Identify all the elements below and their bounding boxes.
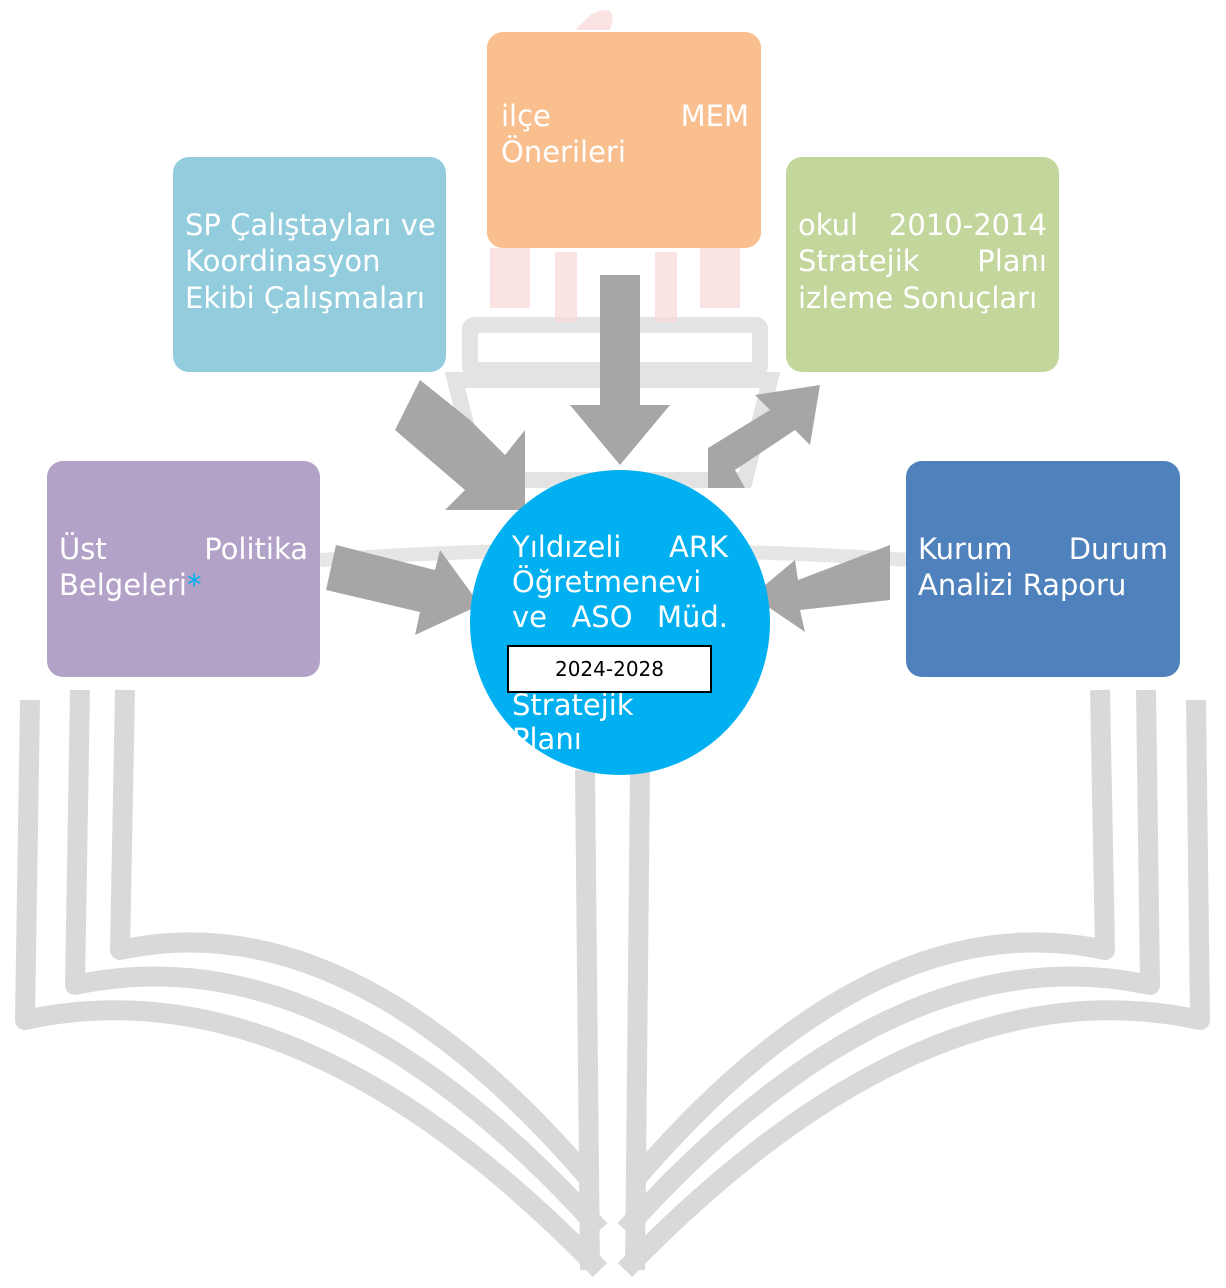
center-line-3: ve ASO Müd. — [512, 600, 728, 635]
kurum-durum-analizi-box: Kurum Durum Analizi Raporu — [906, 461, 1180, 677]
okul-izleme-sonuclari-box: okul 2010-2014 Stratejik Planı izleme So… — [786, 157, 1059, 372]
center-line-2: Öğretmenevi — [512, 565, 702, 600]
ilce-mem-onerileri-box: ilçe MEM Önerileri — [487, 32, 761, 248]
box-okul-line1: okul 2010-2014 — [798, 208, 1047, 242]
box-okul-line3: izleme Sonuçları — [798, 280, 1038, 315]
box-okul-line2: Stratejik Planı — [798, 244, 1047, 279]
center-line-1: Yıldızeli ARK — [512, 530, 728, 564]
asterisk-icon: * — [186, 568, 202, 603]
arrow-down-from-ilce — [570, 275, 670, 465]
box-kurum-line2: Analizi Raporu — [918, 568, 1127, 603]
box-ust-line2: Belgeleri — [59, 568, 187, 603]
ust-politika-belgeleri-box: Üst Politika Belgeleri* — [47, 461, 320, 677]
box-sp-line3: Ekibi Çalışmaları — [185, 280, 425, 315]
center-title: Yıldızeli ARK Öğretmenevi ve ASO Müd. — [512, 530, 728, 635]
sp-calistaylari-box: SP Çalıştayları ve Koordinasyon Ekibi Ça… — [173, 157, 446, 372]
arrow-from-sp — [395, 380, 525, 510]
year-range-box: 2024-2028 — [507, 645, 712, 693]
box-kurum-line1: Kurum Durum — [918, 532, 1168, 566]
box-ilce-line2: Önerileri — [501, 135, 626, 170]
stratejik-plan-center-circle — [470, 470, 770, 775]
box-sp-line2: Koordinasyon — [185, 244, 381, 279]
arrow-from-ust — [326, 545, 480, 635]
center-bottom-label: Stratejik Planı — [512, 688, 634, 756]
box-ust-line2-wrap: Belgeleri* — [59, 567, 308, 603]
arrow-from-kurum — [752, 545, 890, 632]
arrow-double-okul — [708, 385, 820, 488]
box-sp-line1: SP Çalıştayları ve — [185, 208, 436, 242]
box-ust-line1: Üst Politika — [59, 532, 308, 566]
box-ilce-line1: ilçe MEM — [501, 99, 749, 133]
